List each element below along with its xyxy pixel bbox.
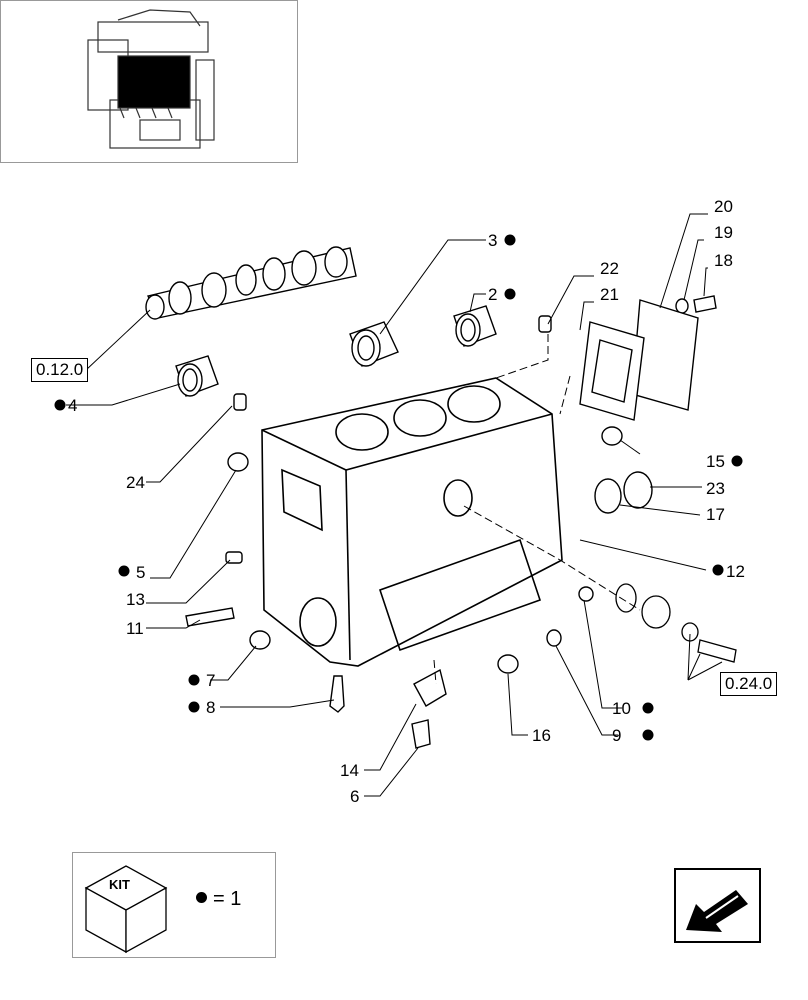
- kit-marker-dot: [712, 564, 724, 576]
- dowel-24: [233, 393, 247, 411]
- callout-9: 9: [612, 726, 621, 745]
- plug-16: [497, 654, 519, 674]
- kit-label: KIT: [109, 877, 130, 892]
- fitting-14: [413, 668, 447, 707]
- kit-marker-dot: [188, 701, 200, 713]
- kit-marker-dot: [188, 674, 200, 686]
- engine-block: [261, 377, 563, 667]
- plug-5: [227, 452, 249, 472]
- callout-20: 20: [714, 197, 733, 216]
- kit-box-icon: KIT: [84, 865, 168, 954]
- callout-19: 19: [714, 223, 733, 242]
- callout-12: 12: [726, 562, 745, 581]
- engine-thumbnail-frame: [0, 0, 298, 163]
- oring-17: [594, 478, 622, 514]
- callout-3: 3: [488, 231, 497, 250]
- screw-8: [329, 675, 345, 713]
- callout-22: 22: [600, 259, 619, 278]
- kit-equals-text: = 1: [213, 888, 242, 910]
- plug-10: [578, 586, 594, 602]
- screw-18: [693, 295, 717, 313]
- stud-11: [185, 607, 235, 627]
- callout-16: 16: [532, 726, 551, 745]
- callout-21: 21: [600, 285, 619, 304]
- kit-marker-dot: [196, 892, 207, 903]
- leader-lines: [66, 213, 723, 797]
- callout-8: 8: [206, 698, 215, 717]
- kit-marker-dot: [731, 455, 743, 467]
- bushing-3: [349, 321, 399, 367]
- kit-legend: [72, 852, 276, 958]
- previous-page-arrow-icon[interactable]: [686, 890, 748, 932]
- callout-15: 15: [706, 452, 725, 471]
- kit-marker-dot: [54, 399, 66, 411]
- callout-17: 17: [706, 505, 725, 524]
- engine-thumbnail-icon: [87, 9, 215, 149]
- kit-marker-dot: [504, 288, 516, 300]
- kit-equation: = 1: [196, 888, 241, 911]
- camshaft: [145, 246, 357, 320]
- callout-2: 2: [488, 285, 497, 304]
- bushing-2: [453, 305, 497, 347]
- bushing-4: [175, 355, 219, 397]
- previous-page-button[interactable]: [674, 868, 761, 943]
- callout-7: 7: [206, 671, 215, 690]
- assembly-lines: [433, 334, 641, 685]
- plug-7: [249, 630, 271, 650]
- cover-23: [623, 471, 653, 509]
- callout-6: 6: [350, 787, 359, 806]
- pump-parts: [615, 583, 737, 663]
- plug-15: [601, 426, 623, 446]
- callout-23: 23: [706, 479, 725, 498]
- kit-marker-dot: [642, 702, 654, 714]
- kit-marker-dot: [118, 565, 130, 577]
- callout-11: 11: [126, 619, 144, 638]
- pump-reference-link[interactable]: 0.24.0: [720, 672, 778, 696]
- callout-10: 10: [612, 699, 631, 718]
- callout-4: 4: [68, 396, 77, 415]
- callout-13: 13: [126, 590, 145, 609]
- plug-9: [546, 629, 562, 647]
- callout-5: 5: [136, 563, 145, 582]
- kit-marker-dot: [642, 729, 654, 741]
- kit-marker-dot: [504, 234, 516, 246]
- washer-19: [675, 298, 689, 314]
- dowel-22: [538, 315, 552, 333]
- callout-numbers: 3 2 22 21 20 19 18 4 24 15 23 17 12 5 13…: [54, 197, 745, 806]
- callout-18: 18: [714, 251, 733, 270]
- camshaft-reference-link[interactable]: 0.12.0: [31, 358, 89, 382]
- screw-6: [411, 719, 431, 749]
- callout-14: 14: [340, 761, 359, 780]
- callout-24: 24: [126, 473, 145, 492]
